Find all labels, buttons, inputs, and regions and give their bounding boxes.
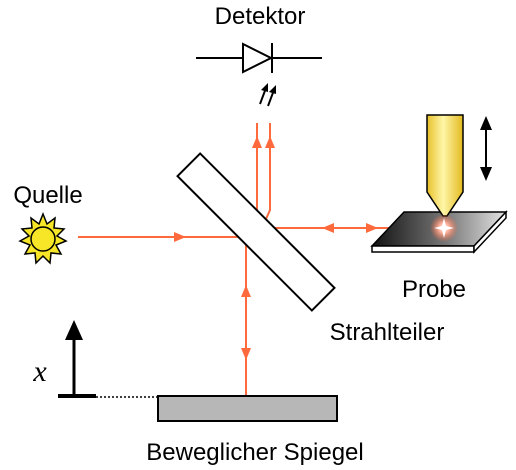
double-arrow-icon — [480, 116, 492, 181]
probe-tip-icon — [426, 114, 464, 217]
source-label: Quelle — [13, 182, 82, 209]
beamsplitter-label: Strahlteiler — [330, 319, 445, 346]
light-incidence-arrows-icon — [259, 83, 276, 107]
beamsplitter — [176, 152, 336, 312]
x-axis-indicator — [58, 320, 158, 398]
detector-label: Detektor — [215, 3, 306, 30]
movable-mirror — [157, 395, 338, 422]
x-axis-label: x — [32, 355, 47, 388]
photodiode-icon — [196, 42, 322, 74]
mirror-label: Beweglicher Spiegel — [146, 439, 363, 466]
sun-icon — [18, 211, 68, 265]
near-field-glow-icon — [430, 214, 458, 242]
sample-label: Probe — [402, 276, 466, 303]
